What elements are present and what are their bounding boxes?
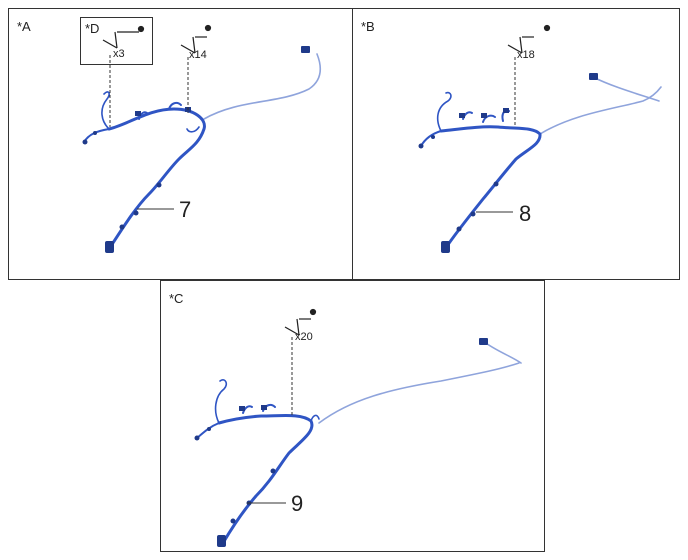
panel-tag: *A xyxy=(17,19,31,34)
callout-number: 9 xyxy=(291,491,304,516)
detail-clip-svg xyxy=(102,25,145,49)
quantity-label: x14 xyxy=(189,49,207,61)
harness-diagram-a xyxy=(82,24,321,253)
connectors-b xyxy=(418,73,598,253)
panel-tag: *C xyxy=(169,291,184,306)
callout-number: 7 xyxy=(179,197,192,222)
panel-a: *A x14 7 *D x3 xyxy=(8,8,353,280)
wire-harness-c xyxy=(196,340,522,545)
detail-tag: *D xyxy=(85,21,100,36)
callout-number: 8 xyxy=(519,201,532,226)
clip-icon xyxy=(180,24,212,54)
panel-c: *C x20 9 xyxy=(160,280,545,552)
wire-harness-a xyxy=(83,53,321,251)
harness-diagram-c xyxy=(194,308,522,547)
quantity-label: x20 xyxy=(295,331,313,343)
harness-diagram-b xyxy=(418,24,662,253)
connectors-a xyxy=(82,46,310,253)
wire-harness-b xyxy=(420,76,662,251)
panel-tag: *B xyxy=(361,19,375,34)
clip-icon xyxy=(507,24,551,54)
quantity-label: x18 xyxy=(517,49,535,61)
clip-icon xyxy=(102,25,145,49)
connectors-c xyxy=(194,338,488,547)
detail-inset-d: *D x3 xyxy=(80,17,153,65)
clip-icon xyxy=(284,308,317,336)
panel-b: *B x18 8 xyxy=(352,8,680,280)
detail-quantity-label: x3 xyxy=(113,48,125,60)
